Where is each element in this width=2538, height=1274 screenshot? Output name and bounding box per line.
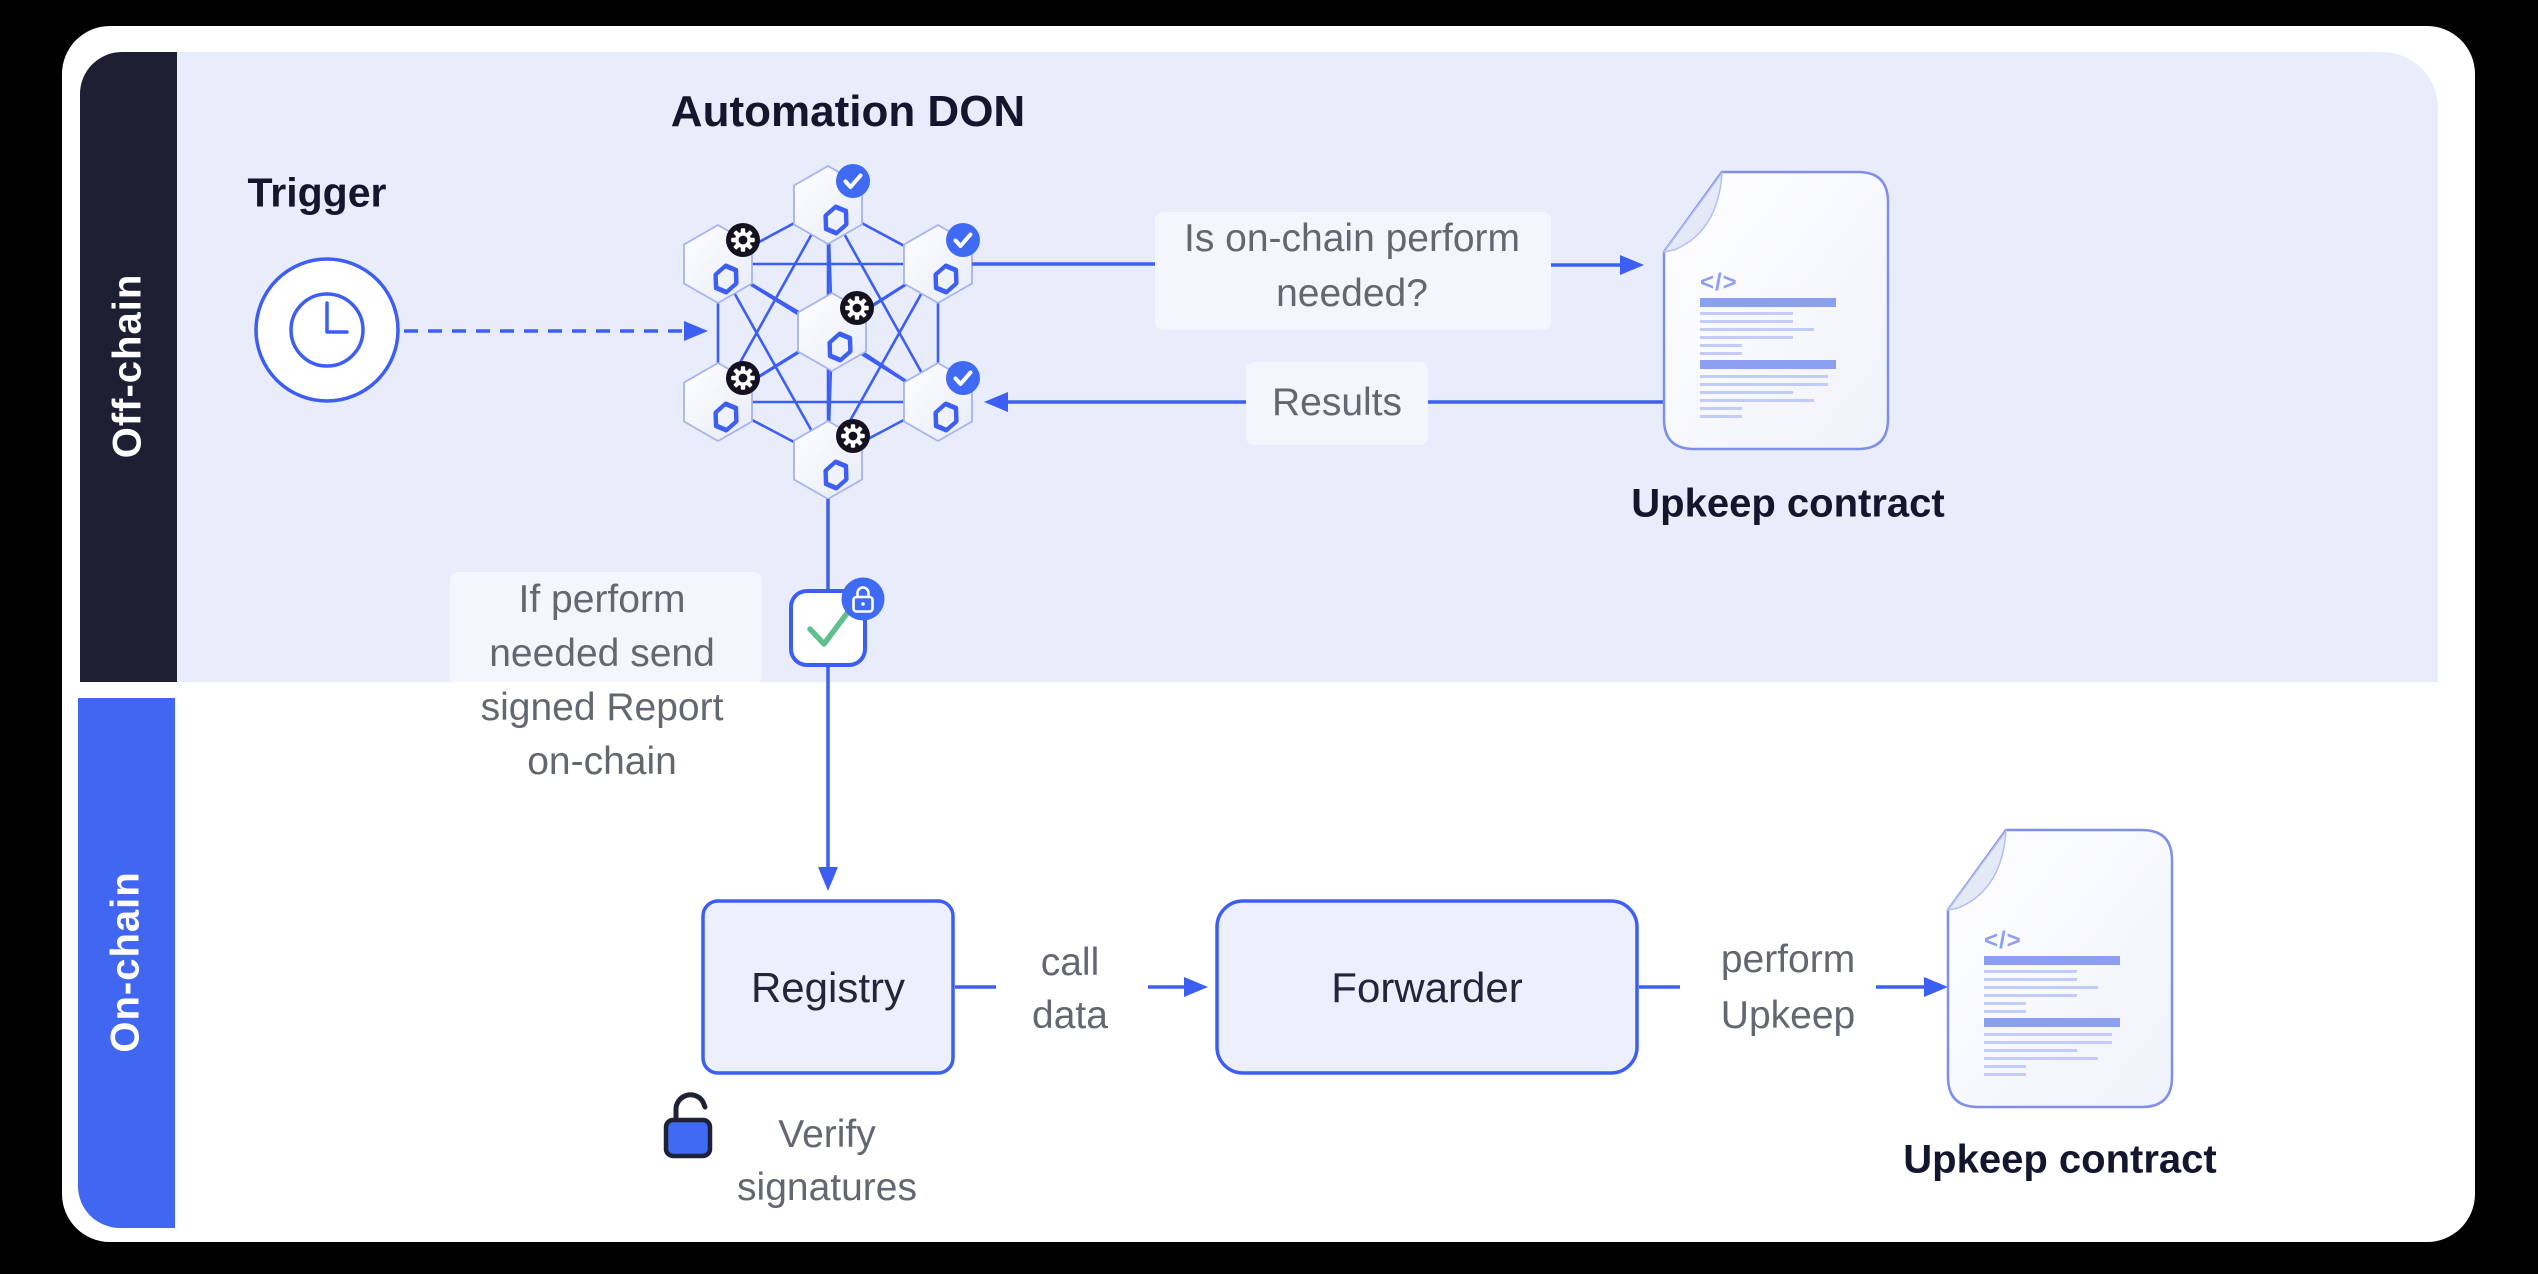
upkeep-contract-icon-top: </> — [1662, 170, 1890, 451]
don-edge — [716, 263, 830, 461]
chainlink-hexagon-icon — [823, 459, 849, 491]
results-label: Results — [1271, 381, 1403, 424]
don-node — [683, 223, 760, 305]
question-to-contract-arrow — [1551, 255, 1644, 275]
off-chain-sidebar — [80, 52, 177, 682]
on-chain-label: On-chain — [103, 871, 148, 1053]
chainlink-hexagon-icon — [933, 401, 959, 433]
signed-report-icon — [789, 577, 885, 667]
registry-label: Registry — [750, 964, 906, 1011]
chainlink-hexagon-icon — [713, 263, 739, 295]
clock-icon — [254, 257, 400, 403]
code-icon: </> — [1700, 269, 1738, 296]
trigger-label: Trigger — [247, 169, 387, 216]
don-network — [683, 164, 980, 501]
forwarder-box — [1215, 899, 1639, 1075]
forwarder-label: Forwarder — [1331, 964, 1523, 1011]
gear-badge-icon — [836, 419, 870, 453]
question-label-background — [1155, 212, 1551, 330]
page-fold — [1946, 828, 2007, 912]
registry-to-forwarder-arrow — [955, 977, 1208, 997]
automation-don-title: Automation DON — [670, 87, 1026, 136]
check-badge-icon — [836, 164, 870, 198]
call-data-label: call data — [1032, 941, 1108, 1037]
don-node — [793, 419, 870, 501]
gear-badge-icon — [726, 361, 760, 395]
gear-badge-icon — [726, 223, 760, 257]
lock-badge-icon — [841, 577, 885, 621]
chainlink-hexagon-icon — [823, 204, 849, 236]
don-node — [797, 291, 874, 373]
forwarder-to-contract-arrow — [1639, 977, 1948, 997]
chainlink-hexagon-icon — [713, 401, 739, 433]
gear-badge-icon — [840, 291, 874, 325]
off-chain-label: Off-chain — [105, 273, 150, 459]
results-to-don-arrow — [984, 392, 1664, 412]
registry-box — [701, 899, 955, 1075]
don-node — [683, 361, 760, 443]
open-padlock-icon — [663, 1092, 713, 1159]
chainlink-hexagon-icon — [827, 331, 853, 363]
check-badge-icon — [946, 361, 980, 395]
don-node — [793, 164, 870, 246]
trigger-to-don-dashed-arrow — [404, 321, 708, 341]
if-perform-label-background — [450, 572, 762, 685]
verify-signatures-label: Verify signatures — [737, 1113, 917, 1209]
code-icon: </> — [1984, 927, 2022, 954]
question-label: Is on-chain perform needed? — [1184, 217, 1520, 315]
page-fold — [1662, 170, 1723, 254]
chainlink-hexagon-icon — [933, 263, 959, 295]
upkeep-contract-icon-bottom: </> — [1946, 828, 2174, 1109]
perform-upkeep-label: perform Upkeep — [1720, 938, 1856, 1037]
don-node — [903, 223, 980, 305]
if-perform-label: If perform needed send signed Report on-… — [480, 578, 724, 783]
upkeep-contract-label-top: Upkeep contract — [1631, 481, 1945, 526]
don-edge — [826, 204, 940, 403]
don-to-registry-arrow — [818, 499, 838, 891]
upkeep-contract-label-bottom: Upkeep contract — [1903, 1137, 2217, 1182]
results-label-background — [1246, 362, 1428, 445]
don-node — [903, 361, 980, 443]
check-badge-icon — [946, 223, 980, 257]
on-chain-sidebar — [78, 698, 175, 1228]
